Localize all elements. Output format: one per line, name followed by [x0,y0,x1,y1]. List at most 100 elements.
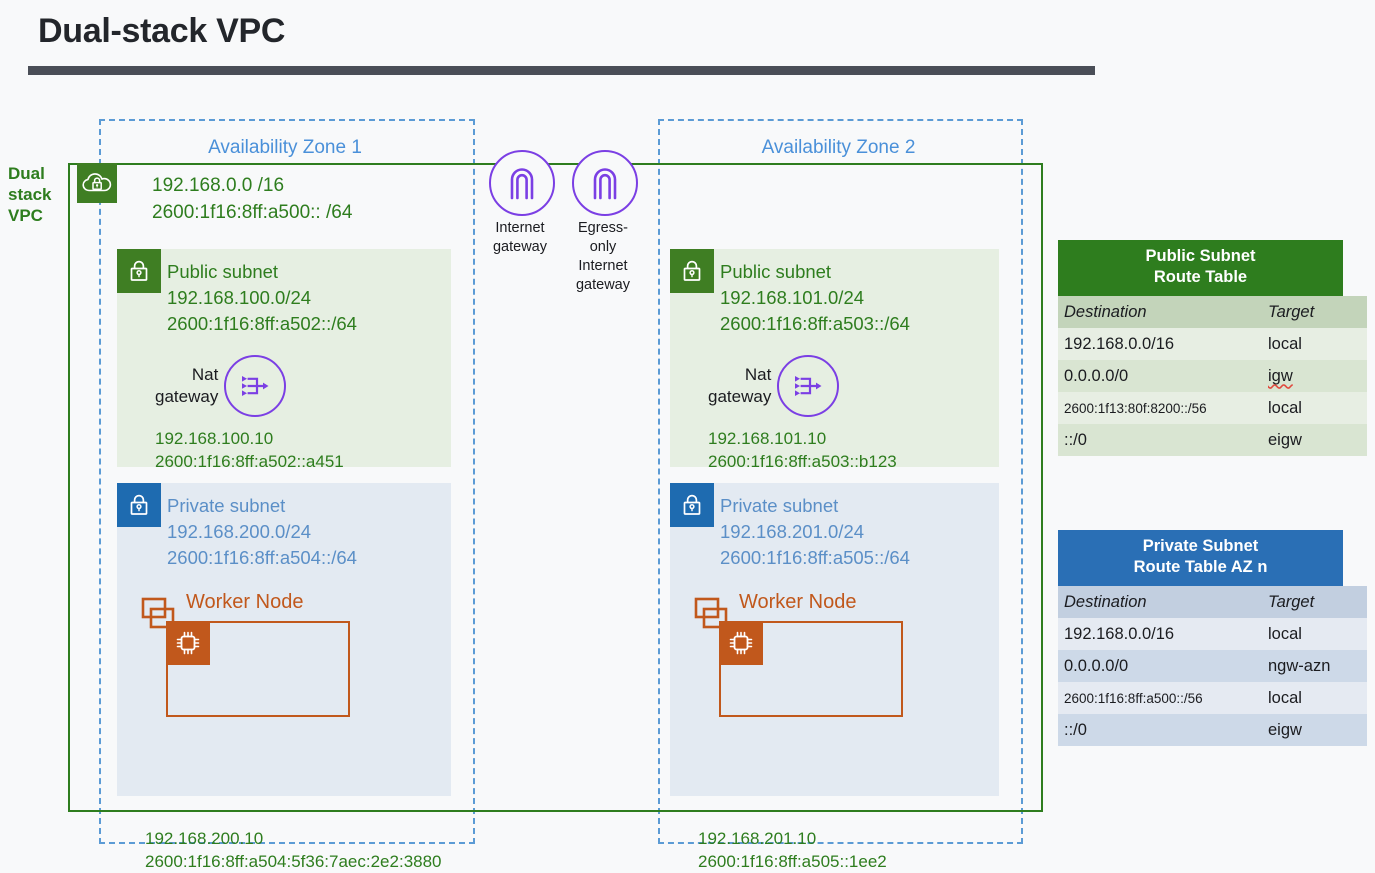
az1-nat-ipv6: 2600:1f16:8ff:a502::a451 [155,452,344,471]
column-header-target: Target [1262,586,1367,618]
vpc-ipv4-cidr: 192.168.0.0 /16 [152,175,285,196]
table-row: 192.168.0.0/16 local [1058,618,1367,650]
az2-nat-label-line-1: Nat [744,365,772,384]
lock-icon [670,249,714,293]
nat-gateway-icon [224,355,287,417]
az1-nat-gateway-addresses: 192.168.100.10 2600:1f16:8ff:a502::a451 [155,427,344,473]
public-route-table-body: Destination Target 192.168.0.0/16 local … [1058,296,1367,456]
lock-icon [117,249,161,293]
vpc-boundary [68,163,1043,812]
cell-destination: 2600:1f16:8ff:a500::/56 [1058,682,1262,714]
az1-private-subnet-title: Private subnet [167,495,286,516]
az2-worker-node-addresses: 192.168.201.10 2600:1f16:8ff:a505::1ee2 [698,827,887,873]
az1-public-subnet-ipv6-cidr: 2600:1f16:8ff:a502::/64 [167,313,357,334]
column-header-destination: Destination [1058,296,1262,328]
cell-target: eigw [1262,424,1367,456]
az1-public-subnet-header: Public subnet 192.168.100.0/24 2600:1f16… [167,259,357,337]
internet-gateway-label: Internet gateway [489,219,551,257]
az2-private-subnet-title: Private subnet [720,495,839,516]
az1-worker-node-addresses: 192.168.200.10 2600:1f16:8ff:a504:5f36:7… [145,827,442,873]
table-row: 2600:1f13:80f:8200::/56 local [1058,392,1367,424]
egress-only-internet-gateway[interactable]: Egress-only Internet gateway [572,150,638,295]
availability-zone-2-boundary [658,119,1023,844]
vpc-label-line-2: stack [8,185,52,204]
cell-target: local [1262,392,1367,424]
az1-nat-label-line-1: Nat [191,365,219,384]
cell-target: ngw-azn [1262,650,1367,682]
az1-nat-ipv4: 192.168.100.10 [155,429,274,448]
table-row: ::/0 eigw [1058,714,1367,746]
az1-private-subnet-ipv4-cidr: 192.168.200.0/24 [167,521,312,542]
public-route-table-title: Public Subnet Route Table [1058,240,1343,296]
availability-zone-2-label: Availability Zone 2 [761,137,916,158]
cell-destination: 192.168.0.0/16 [1058,328,1262,360]
table-header-row: Destination Target [1058,586,1367,618]
az1-worker-ipv4: 192.168.200.10 [145,829,264,848]
egress-only-gateway-label-line-2: Internet [578,258,628,274]
cell-target: igw [1262,360,1367,392]
title-underline-rule [28,66,1095,75]
internet-gateway[interactable]: Internet gateway [489,150,555,257]
cell-destination: 0.0.0.0/0 [1058,650,1262,682]
egress-only-internet-gateway-label: Egress-only Internet gateway [572,219,634,295]
private-subnet-route-table: Private Subnet Route Table AZ n Destinat… [1058,530,1367,746]
az1-nat-gateway[interactable]: Nat gateway [155,355,287,417]
cell-target: local [1262,682,1367,714]
az1-private-subnet-header: Private subnet 192.168.200.0/24 2600:1f1… [167,493,357,571]
az2-worker-node-frame [719,621,903,717]
cell-target: eigw [1262,714,1367,746]
table-row: 0.0.0.0/0 igw [1058,360,1367,392]
internet-gateway-label-line-2: gateway [492,239,547,255]
availability-zone-1-boundary [99,119,475,844]
internet-gateway-label-line-1: Internet [495,220,545,236]
private-route-table-grid: Destination Target 192.168.0.0/16 local … [1058,586,1367,746]
az2-nat-ipv6: 2600:1f16:8ff:a503::b123 [708,452,897,471]
table-row: 192.168.0.0/16 local [1058,328,1367,360]
vpc-label-line-3: VPC [8,206,43,225]
private-route-table-title-line-1: Private Subnet [1142,537,1259,555]
table-header-row: Destination Target [1058,296,1367,328]
vpc-cidr-block: 192.168.0.0 /16 2600:1f16:8ff:a500:: /64 [152,172,352,226]
private-route-table-body: Destination Target 192.168.0.0/16 local … [1058,586,1367,746]
az2-private-subnet: Private subnet 192.168.201.0/24 2600:1f1… [670,483,999,871]
az2-nat-gateway-addresses: 192.168.101.10 2600:1f16:8ff:a503::b123 [708,427,897,473]
vpc-label-line-1: Dual [8,164,45,183]
worker-node-group-icon [694,597,728,629]
egress-only-gateway-label-line-1: Egress-only [578,220,628,255]
column-header-target: Target [1262,296,1367,328]
nat-gateway-icon [777,355,840,417]
az2-public-subnet-ipv4-cidr: 192.168.101.0/24 [720,287,865,308]
az2-nat-ipv4: 192.168.101.10 [708,429,827,448]
lock-icon [117,483,161,527]
az1-worker-ipv6: 2600:1f16:8ff:a504:5f36:7aec:2e2:3880 [145,852,442,871]
az2-private-subnet-header: Private subnet 192.168.201.0/24 2600:1f1… [720,493,910,571]
az2-nat-label-line-2: gateway [708,387,772,406]
column-header-destination: Destination [1058,586,1262,618]
private-route-table-title-line-2: Route Table AZ n [1133,558,1268,576]
vpc-ipv6-cidr: 2600:1f16:8ff:a500:: /64 [152,202,353,223]
lock-icon [670,483,714,527]
cell-destination: 192.168.0.0/16 [1058,618,1262,650]
az2-nat-gateway[interactable]: Nat gateway [708,355,840,417]
page-title: Dual-stack VPC [38,12,286,50]
cpu-chip-icon [166,621,210,665]
public-route-table-title-line-2: Route Table [1153,268,1248,286]
public-subnet-route-table: Public Subnet Route Table Destination Ta… [1058,240,1367,456]
table-row: 0.0.0.0/0 ngw-azn [1058,650,1367,682]
private-route-table-title: Private Subnet Route Table AZ n [1058,530,1343,586]
egress-only-internet-gateway-icon [572,150,638,216]
az2-worker-ipv4: 192.168.201.10 [698,829,817,848]
az1-nat-label-line-2: gateway [155,387,219,406]
az2-public-subnet-title: Public subnet [720,261,832,282]
internet-gateway-icon [489,150,555,216]
public-route-table-title-line-1: Public Subnet [1145,247,1256,265]
cell-destination: 2600:1f13:80f:8200::/56 [1058,392,1262,424]
az1-private-subnet-ipv6-cidr: 2600:1f16:8ff:a504::/64 [167,547,357,568]
az1-public-subnet: Public subnet 192.168.100.0/24 2600:1f16… [117,249,451,471]
cpu-chip-icon [719,621,763,665]
cell-target: local [1262,328,1367,360]
cell-destination: ::/0 [1058,714,1262,746]
az2-nat-gateway-label: Nat gateway [708,364,771,408]
az1-public-subnet-ipv4-cidr: 192.168.100.0/24 [167,287,312,308]
az1-worker-node-title: Worker Node [186,591,304,613]
